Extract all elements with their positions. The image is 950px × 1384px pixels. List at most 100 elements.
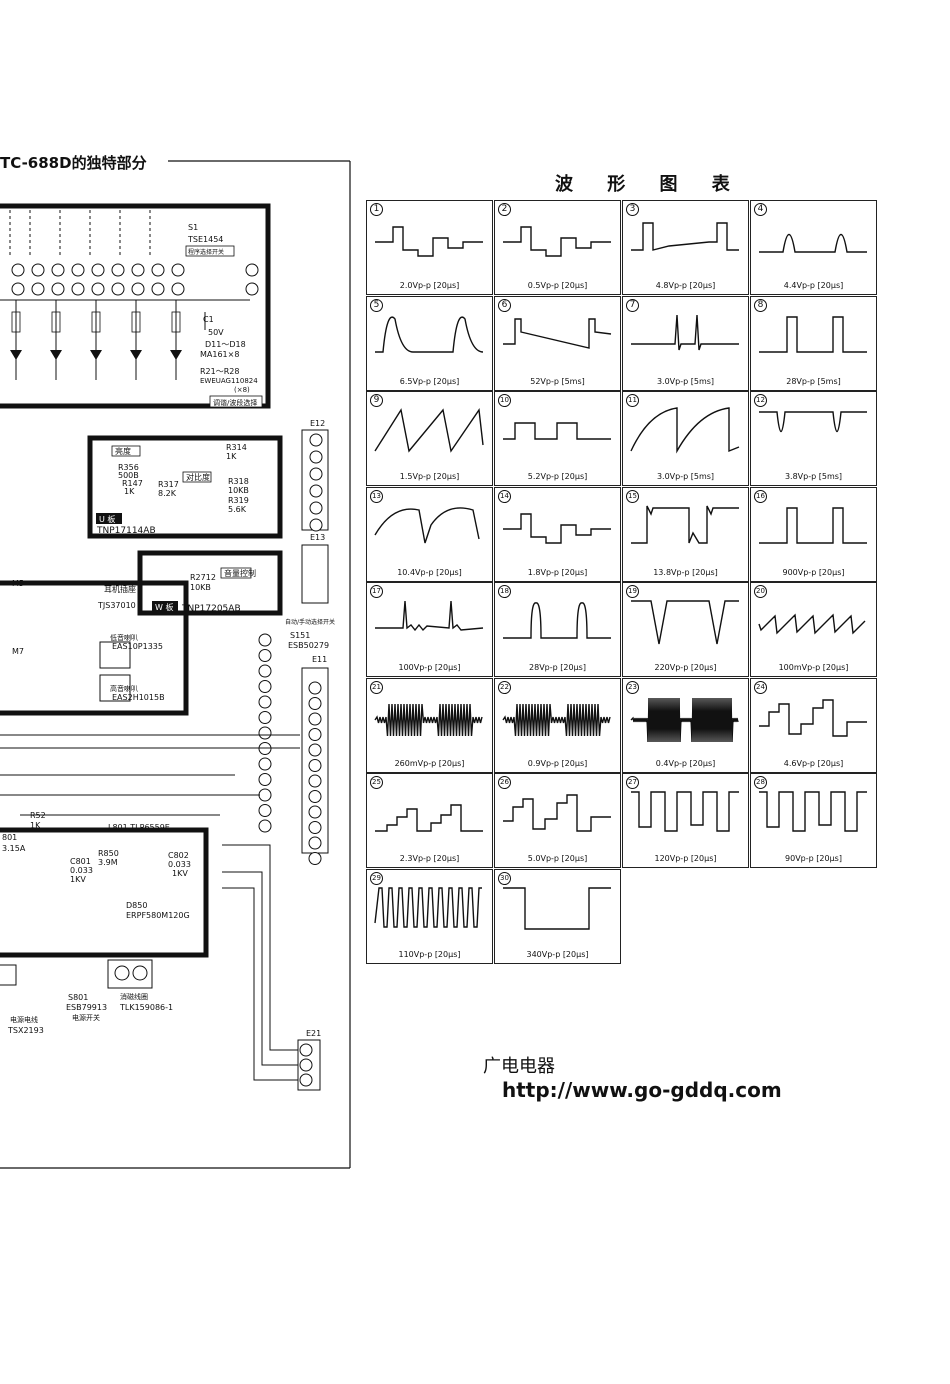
waveform-trace <box>375 226 483 257</box>
waveform-line <box>631 600 739 645</box>
waveform-trace <box>503 317 612 349</box>
r2712-value: 10KB <box>190 583 211 592</box>
circuit-schematic: S1 TSE1454 程序选择开关 C1 50V D11～D18 MA161×8… <box>0 160 351 1169</box>
waveform-number: 16 <box>754 489 767 503</box>
waveform-trace <box>759 791 867 832</box>
waveform-trace <box>630 407 740 454</box>
r356-label: R356 <box>118 463 139 472</box>
waveform-caption: 13.8Vp-p [20μs] <box>653 567 718 577</box>
waveform-caption: 900Vp-p [20μs] <box>782 567 845 577</box>
waveform-line <box>631 314 739 350</box>
waveform-line <box>759 233 867 253</box>
waveform-number: 23 <box>626 680 639 694</box>
esb2-label: ESB79913 <box>66 1003 107 1012</box>
r356-value: 500B <box>118 471 139 480</box>
tnp2-label: TNP17205AB <box>181 604 241 614</box>
waveform-number: 18 <box>498 585 511 598</box>
volume-label: 音量控制 <box>224 568 256 578</box>
waveform-caption: 4.8Vp-p [20μs] <box>655 281 716 290</box>
r52-label: R52 <box>30 811 46 820</box>
waveform-cell: 3 4.8Vp-p [20μs] <box>622 200 749 295</box>
eas10-label: EAS10P1335 <box>112 642 163 651</box>
waveform-number: 21 <box>370 680 383 694</box>
waveform-line <box>631 222 739 251</box>
u-board-label: U 板 <box>99 514 115 524</box>
w-board-label: W 板 <box>155 602 173 612</box>
eas2-label: EAS2H1015B <box>112 693 165 702</box>
waveform-trace <box>502 703 611 736</box>
e13-label: E13 <box>310 533 325 542</box>
r21-r28-label: R21～R28 <box>200 367 239 376</box>
waveform-line <box>503 602 611 639</box>
waveform-cell: 16 900Vp-p [20μs] <box>750 486 877 582</box>
waveform-number: 11 <box>626 394 639 407</box>
waveform-trace <box>503 422 611 440</box>
waveform-trace <box>503 512 611 544</box>
waveform-cell: 28 90Vp-p [20μs] <box>750 773 877 868</box>
waveform-line <box>375 804 483 832</box>
waveform-caption: 90Vp-p [20μs] <box>785 854 842 863</box>
waveform-caption: 3.8Vp-p [5ms] <box>784 472 843 481</box>
waveform-caption: 110Vp-p [20μs] <box>398 949 461 959</box>
d11-d18-label: D11～D18 <box>205 340 246 349</box>
waveform-caption: 0.9Vp-p [20μs] <box>527 758 588 768</box>
waveform-line <box>630 697 739 742</box>
waveform-trace <box>375 804 483 832</box>
waveform-cell: 23 0.4Vp-p [20μs] <box>622 677 749 773</box>
r147-label: R147 <box>122 479 143 488</box>
r317-label: R317 <box>158 480 179 489</box>
waveform-number: 2 <box>498 203 511 216</box>
waveform-number: 29 <box>370 871 383 885</box>
waveform-caption: 1.5Vp-p [20μs] <box>399 472 460 481</box>
r314-label: R314 <box>226 443 247 452</box>
waveform-number: 28 <box>754 776 767 789</box>
waveform-number: 3 <box>626 203 639 216</box>
waveform-cell: 9 1.5Vp-p [20μs] <box>366 391 493 486</box>
waveform-line <box>375 316 484 353</box>
c802-voltage: 1KV <box>172 869 188 878</box>
waveform-cell: 11 3.0Vp-p [5ms] <box>622 391 749 486</box>
waveform-line <box>759 791 867 832</box>
waveform-trace <box>759 698 867 737</box>
tune-band-label: 调谐/波段选择 <box>213 398 257 407</box>
s801-label: S801 <box>68 993 88 1002</box>
spk-low-label: 低音喇叭 <box>110 633 138 642</box>
brand-url[interactable]: http://www.go-gddq.com <box>502 1078 782 1102</box>
waveform-number: 1 <box>370 203 383 216</box>
waveform-caption: 2.3Vp-p [20μs] <box>399 854 460 863</box>
waveform-number: 7 <box>626 298 639 312</box>
waveform-trace <box>503 602 611 639</box>
waveform-number: 9 <box>370 394 383 407</box>
brightness-label: 亮度 <box>115 446 131 456</box>
waveform-caption: 0.4Vp-p [20μs] <box>655 758 716 768</box>
waveform-number: 22 <box>498 680 511 694</box>
c802-value: 0.033 <box>168 860 191 869</box>
waveform-line <box>630 407 740 454</box>
tlk-label: TLK159086-1 <box>119 1003 173 1012</box>
waveform-number: 30 <box>498 871 511 885</box>
waveform-number: 8 <box>754 298 767 312</box>
waveform-number: 27 <box>626 776 639 789</box>
waveform-caption: 3.0Vp-p [5ms] <box>656 472 715 481</box>
waveform-chart-title: 波 形 图 表 <box>555 174 744 195</box>
l801-label: L801 TLP6559E <box>108 823 170 832</box>
schematic-title: TC-688D的独特部分 <box>0 154 147 172</box>
waveform-line <box>375 600 484 632</box>
waveform-line <box>503 422 611 440</box>
waveform-caption: 100Vp-p [20μs] <box>398 663 461 672</box>
waveform-trace <box>503 226 611 257</box>
waveform-trace <box>758 613 866 635</box>
ma161-label: MA161×8 <box>200 350 239 359</box>
s1-function: 程序选择开关 <box>188 248 224 256</box>
waveform-caption: 52Vp-p [5ms] <box>530 376 585 386</box>
waveform-caption: 4.6Vp-p [20μs] <box>783 758 844 768</box>
